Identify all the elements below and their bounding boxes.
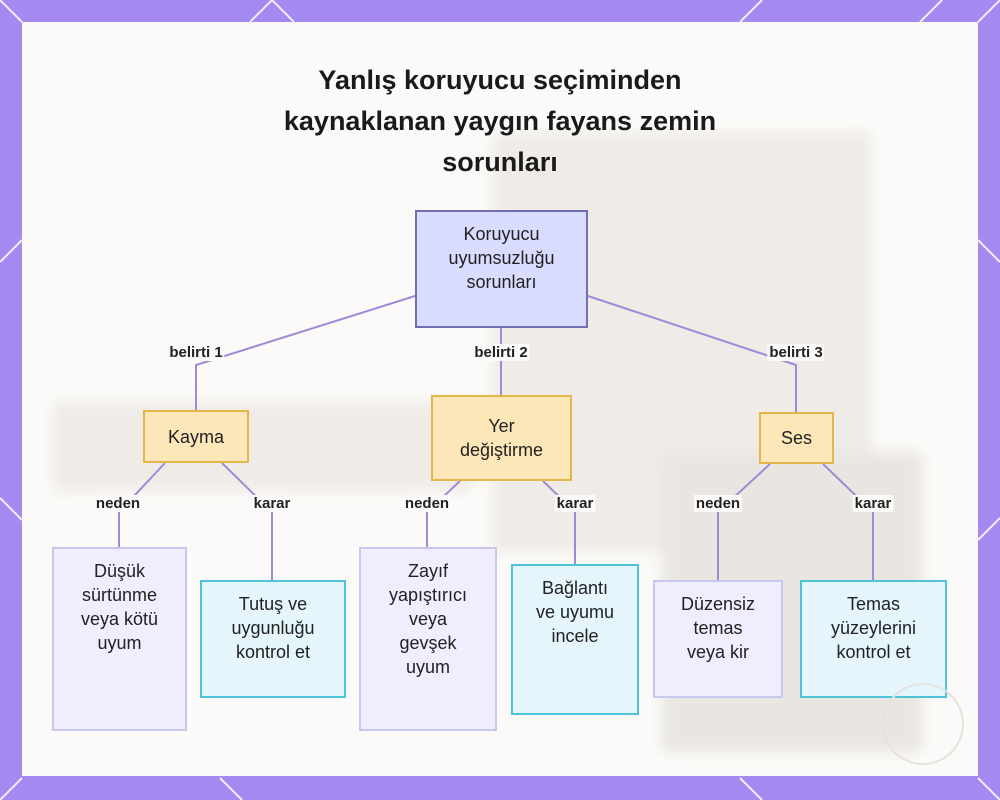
edge-label-cause-2: neden [403, 495, 451, 512]
node-text-line: Temas [831, 592, 916, 616]
edge-symptom3-cause [718, 464, 770, 580]
node-text-line: gevşek [389, 631, 467, 655]
node-text-line: yapıştırıcı [389, 583, 467, 607]
node-text-line: Ses [781, 426, 812, 450]
node-fix-check-contact-surfaces: Temas yüzeylerini kontrol et [800, 580, 947, 698]
node-text-line: Düşük [81, 559, 158, 583]
node-cause-irregular-contact: Düzensiz temas veya kir [653, 580, 783, 698]
edge-label-fix-1: karar [252, 495, 293, 512]
node-text-line: sorunları [448, 270, 554, 294]
node-text-line: Tutuş ve [231, 592, 314, 616]
node-text-line: Düzensiz [681, 592, 755, 616]
node-text-line: yüzeylerini [831, 616, 916, 640]
node-cause-weak-adhesive: Zayıf yapıştırıcı veya gevşek uyum [359, 547, 497, 731]
node-text-line: incele [536, 624, 614, 648]
edge-label-fix-2: karar [555, 495, 596, 512]
node-symptom-slipping: Kayma [143, 410, 249, 463]
edge-label-cause-1: neden [94, 495, 142, 512]
node-symptom-noise: Ses [759, 412, 834, 464]
node-text-line: sürtünme [81, 583, 158, 607]
edge-root-symptom-1 [196, 296, 415, 410]
node-text-line: kontrol et [831, 640, 916, 664]
node-symptom-displacement: Yer değiştirme [431, 395, 572, 481]
edge-symptom3-fix [823, 464, 873, 580]
watermark-seal [882, 683, 964, 765]
node-text-line: veya kötü [81, 607, 158, 631]
node-text-line: uyum [389, 655, 467, 679]
node-text-line: veya [389, 607, 467, 631]
node-text-line: kontrol et [231, 640, 314, 664]
node-text-line: uyum [81, 631, 158, 655]
edge-label-symptom-2: belirti 2 [472, 344, 529, 361]
edge-symptom2-fix [543, 481, 575, 564]
edge-label-symptom-3: belirti 3 [767, 344, 824, 361]
edge-label-symptom-1: belirti 1 [167, 344, 224, 361]
node-text-line: uygunluğu [231, 616, 314, 640]
node-text-line: Zayıf [389, 559, 467, 583]
node-text-line: Kayma [168, 425, 224, 449]
node-text-line: Koruyucu [448, 222, 554, 246]
edge-symptom2-cause [427, 481, 460, 547]
node-fix-inspect-connection: Bağlantı ve uyumu incele [511, 564, 639, 715]
node-text-line: veya kir [681, 640, 755, 664]
edge-label-cause-3: neden [694, 495, 742, 512]
node-text-line: ve uyumu [536, 600, 614, 624]
node-text-line: değiştirme [460, 438, 543, 462]
node-cause-low-friction: Düşük sürtünme veya kötü uyum [52, 547, 187, 731]
node-text-line: Yer [460, 414, 543, 438]
node-root: Koruyucu uyumsuzluğu sorunları [415, 210, 588, 328]
node-text-line: uyumsuzluğu [448, 246, 554, 270]
edge-label-fix-3: karar [853, 495, 894, 512]
node-fix-check-grip: Tutuş ve uygunluğu kontrol et [200, 580, 346, 698]
node-text-line: Bağlantı [536, 576, 614, 600]
edge-symptom1-fix [222, 463, 272, 580]
edge-root-symptom-3 [588, 296, 796, 412]
node-text-line: temas [681, 616, 755, 640]
